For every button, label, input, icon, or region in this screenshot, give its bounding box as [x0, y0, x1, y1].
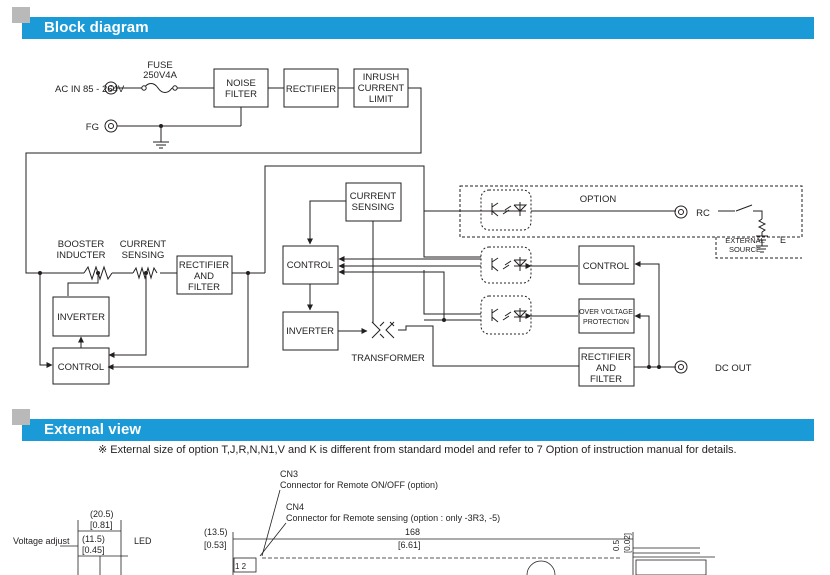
rect-filter-label-2: AND	[194, 271, 214, 282]
dim-20-5: (20.5)	[90, 509, 114, 519]
dim-0-53: [0.53]	[204, 540, 227, 550]
rect-filter-right-label-2: AND	[596, 363, 616, 374]
dim-11-5: (11.5)	[82, 534, 105, 544]
rect-filter-right-label-1: RECTIFIER	[581, 352, 631, 363]
ovp-label-2: PROTECTION	[583, 319, 629, 326]
rect-filter-right-label-3: FILTER	[590, 374, 622, 385]
rc-label: RC	[696, 208, 710, 219]
inverter-label-left: INVERTER	[57, 312, 105, 323]
led-label: LED	[134, 536, 152, 546]
current-sensing-box-label-2: SENSING	[352, 202, 395, 213]
current-sensing-label-2: SENSING	[122, 250, 165, 261]
fg-terminal	[108, 123, 114, 129]
fuse-label: FUSE	[147, 60, 172, 71]
current-sensing-box-label-1: CURRENT	[350, 191, 397, 202]
current-sensing-label-1: CURRENT	[120, 239, 167, 250]
pin-numbers: 1 2	[235, 562, 247, 571]
dim-0-5: 0.5	[612, 539, 621, 551]
rc-terminal	[678, 209, 684, 215]
transformer-symbol	[371, 321, 385, 339]
header-tab-marker	[12, 7, 30, 23]
e-label: E	[780, 235, 786, 245]
rect-filter-label-1: RECTIFIER	[179, 260, 229, 271]
dc-out-label: DC OUT	[715, 363, 752, 374]
external-size-note: ※ External size of option T,J,R,N,N1,V a…	[98, 444, 737, 456]
fg-label: FG	[86, 122, 99, 133]
dc-out-terminal	[678, 364, 684, 370]
inverter-label-mid: INVERTER	[286, 326, 334, 337]
rc-switch	[735, 204, 753, 212]
ac-in-label: AC IN 85 - 264V	[55, 84, 125, 95]
external-resistor	[757, 218, 767, 233]
over-voltage-protection-block	[578, 298, 635, 334]
cn3-label: CN3	[280, 469, 298, 479]
booster-label-1: BOOSTER	[58, 239, 105, 250]
control-label-left: CONTROL	[58, 362, 104, 373]
control-label-mid: CONTROL	[287, 260, 333, 271]
block-diagram-title: Block diagram	[44, 19, 149, 36]
dim-13-5: (13.5)	[204, 527, 228, 537]
current-sensing-resistor	[132, 266, 158, 280]
noise-filter-label-2: FILTER	[225, 89, 257, 100]
dc-out-terminal	[674, 360, 688, 374]
cn4-label: CN4	[286, 502, 304, 512]
dim-0-45: [0.45]	[82, 545, 105, 555]
rectifier-label-top: RECTIFIER	[286, 84, 336, 95]
external-view-title: External view	[44, 421, 142, 438]
external-source-label-1: EXTERNAL	[725, 236, 765, 245]
photocoupler-control	[480, 246, 532, 284]
voltage-adjust-label: Voltage adjust	[13, 536, 70, 546]
dim-168: 168	[405, 527, 420, 537]
option-label: OPTION	[580, 194, 617, 205]
fg-terminal	[104, 119, 118, 133]
dim-6-61: [6.61]	[398, 540, 421, 550]
transformer-label: TRANSFORMER	[351, 353, 425, 364]
inrush-label-1: INRUSH	[363, 72, 400, 83]
cn4-description: Connector for Remote sensing (option : o…	[286, 513, 500, 523]
external-source-area	[715, 237, 802, 259]
inverter-block-left	[52, 296, 110, 337]
external-source-label-2: SOURCE	[729, 245, 761, 254]
booster-label-2: INDUCTER	[56, 250, 105, 261]
block-diagram-header: Block diagram	[12, 7, 814, 39]
ac-in-terminal	[108, 85, 114, 91]
control-label-right: CONTROL	[583, 261, 629, 272]
rc-terminal	[674, 205, 688, 219]
rectifier-block-top	[283, 68, 339, 108]
photocoupler-option	[480, 189, 532, 231]
header-tab-marker	[12, 409, 30, 425]
rectifier-and-filter-block	[176, 255, 233, 295]
inrush-label-2: CURRENT	[358, 83, 405, 94]
external-view-drawing: CN3 Connector for Remote ON/OFF (option)…	[13, 469, 632, 571]
external-view-header: External view	[12, 409, 814, 441]
dim-0-02: [0.02]	[623, 533, 632, 553]
noise-filter-label: NOISE	[226, 78, 256, 89]
fuse-rating-label: 250V4A	[143, 70, 177, 81]
fuse-symbol	[143, 83, 173, 93]
cn3-description: Connector for Remote ON/OFF (option)	[280, 480, 438, 490]
rect-filter-label-3: FILTER	[188, 282, 220, 293]
inrush-label-3: LIMIT	[369, 94, 393, 105]
dim-0-81: [0.81]	[90, 520, 113, 530]
ovp-label-1: OVER VOLTAGE	[579, 309, 633, 316]
control-block-right	[578, 245, 635, 285]
